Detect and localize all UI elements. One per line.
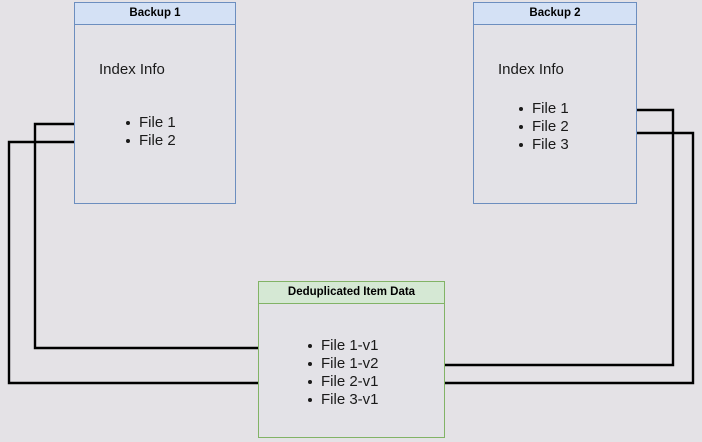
- list-item[interactable]: File 1-v2: [307, 355, 379, 373]
- list-item[interactable]: File 2: [518, 118, 569, 136]
- list-item[interactable]: File 1: [125, 114, 176, 132]
- list-item[interactable]: File 1-v1: [307, 337, 379, 355]
- backup-2-index-info-label: Index Info: [498, 61, 564, 78]
- node-deduplicated-item-data[interactable]: Deduplicated Item Data File 1-v1 File 1-…: [258, 281, 445, 438]
- node-backup-2[interactable]: Backup 2 Index Info File 1 File 2 File 3: [473, 2, 637, 204]
- list-item[interactable]: File 2-v1: [307, 373, 379, 391]
- node-backup-2-title: Backup 2: [474, 3, 636, 25]
- node-backup-1-body: Index Info File 1 File 2: [75, 25, 235, 203]
- list-item[interactable]: File 1: [518, 100, 569, 118]
- backup-1-index-info-label: Index Info: [99, 61, 165, 78]
- node-deduplicated-item-data-title: Deduplicated Item Data: [259, 282, 444, 304]
- node-deduplicated-item-data-body: File 1-v1 File 1-v2 File 2-v1 File 3-v1: [259, 304, 444, 437]
- backup-1-file-list: File 1 File 2: [125, 114, 176, 150]
- list-item[interactable]: File 2: [125, 132, 176, 150]
- node-backup-1-title: Backup 1: [75, 3, 235, 25]
- list-item[interactable]: File 3-v1: [307, 391, 379, 409]
- list-item[interactable]: File 3: [518, 136, 569, 154]
- node-backup-1[interactable]: Backup 1 Index Info File 1 File 2: [74, 2, 236, 204]
- deduplicated-file-list: File 1-v1 File 1-v2 File 2-v1 File 3-v1: [307, 337, 379, 409]
- node-backup-2-body: Index Info File 1 File 2 File 3: [474, 25, 636, 203]
- backup-2-file-list: File 1 File 2 File 3: [518, 100, 569, 154]
